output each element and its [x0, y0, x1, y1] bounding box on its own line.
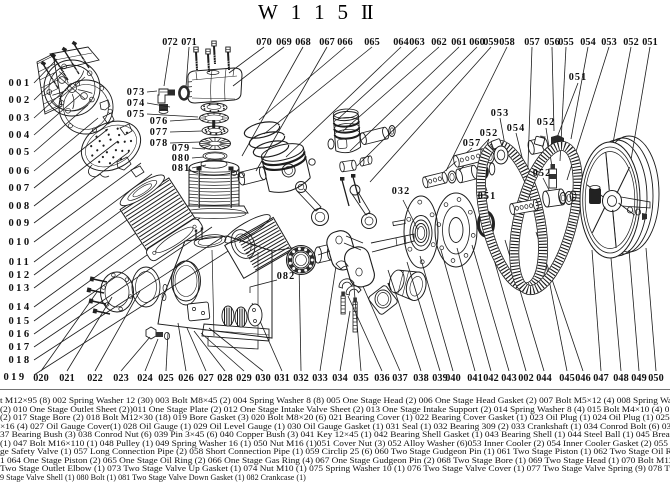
svg-text:006: 006	[8, 166, 31, 177]
svg-text:049: 049	[631, 373, 647, 384]
svg-text:051: 051	[478, 191, 497, 202]
svg-text:044: 044	[536, 373, 552, 384]
svg-text:065: 065	[364, 37, 380, 48]
svg-text:072: 072	[162, 37, 178, 48]
svg-text:043: 043	[501, 373, 517, 384]
svg-text:061: 061	[451, 37, 467, 48]
svg-text:080: 080	[172, 153, 191, 164]
svg-text:031: 031	[274, 373, 290, 384]
svg-text:026: 026	[178, 373, 194, 384]
svg-text:055: 055	[558, 37, 574, 48]
svg-text:068: 068	[295, 37, 311, 48]
svg-text:062: 062	[431, 37, 447, 48]
svg-text:037: 037	[392, 373, 408, 384]
svg-text:052: 052	[480, 128, 499, 139]
svg-text:034: 034	[332, 373, 348, 384]
svg-text:010: 010	[8, 237, 31, 248]
svg-text:064: 064	[393, 37, 409, 48]
svg-text:032: 032	[392, 186, 411, 197]
svg-text:020: 020	[33, 373, 49, 384]
svg-text:004: 004	[8, 130, 31, 141]
svg-text:011: 011	[9, 257, 32, 268]
svg-text:030: 030	[255, 373, 271, 384]
svg-text:009: 009	[8, 218, 31, 229]
svg-text:040: 040	[445, 373, 461, 384]
svg-text:018: 018	[8, 355, 31, 366]
svg-text:067: 067	[319, 37, 335, 48]
svg-text:015: 015	[8, 316, 31, 327]
svg-text:059: 059	[483, 37, 499, 48]
svg-text:002: 002	[518, 373, 534, 384]
svg-text:078: 078	[150, 138, 169, 149]
svg-text:005: 005	[8, 147, 31, 158]
svg-text:013: 013	[8, 283, 31, 294]
svg-text:028: 028	[217, 373, 233, 384]
svg-text:077: 077	[150, 127, 169, 138]
svg-text:047: 047	[593, 373, 609, 384]
svg-text:050: 050	[648, 373, 664, 384]
svg-text:051: 051	[642, 37, 658, 48]
svg-text:066: 066	[337, 37, 353, 48]
svg-text:008: 008	[8, 201, 31, 212]
svg-text:024: 024	[137, 373, 153, 384]
svg-text:019: 019	[3, 372, 26, 383]
svg-text:048: 048	[613, 373, 629, 384]
svg-text:056: 056	[544, 37, 560, 48]
svg-text:025: 025	[158, 373, 174, 384]
svg-text:001: 001	[8, 78, 31, 89]
svg-text:002: 002	[8, 95, 31, 106]
svg-text:053: 053	[601, 37, 617, 48]
svg-text:003: 003	[8, 113, 31, 124]
svg-text:076: 076	[150, 116, 169, 127]
svg-text:073: 073	[127, 87, 146, 98]
svg-text:069: 069	[276, 37, 292, 48]
svg-text:022: 022	[87, 373, 103, 384]
svg-text:035: 035	[353, 373, 369, 384]
svg-text:054: 054	[580, 37, 596, 48]
svg-text:046: 046	[575, 373, 591, 384]
svg-text:041: 041	[467, 373, 483, 384]
svg-text:071: 071	[181, 37, 197, 48]
svg-text:052: 052	[533, 168, 552, 179]
svg-text:082: 082	[277, 271, 296, 282]
svg-text:074: 074	[127, 98, 146, 109]
svg-text:053: 053	[491, 108, 510, 119]
svg-text:038: 038	[413, 373, 429, 384]
svg-text:051: 051	[569, 72, 588, 83]
svg-text:014: 014	[8, 302, 31, 313]
svg-text:079: 079	[172, 143, 191, 154]
svg-text:032: 032	[293, 373, 309, 384]
svg-text:052: 052	[623, 37, 639, 48]
svg-text:039: 039	[432, 373, 448, 384]
svg-text:075: 075	[127, 109, 146, 120]
svg-text:054: 054	[507, 123, 526, 134]
svg-text:012: 012	[8, 270, 31, 281]
svg-text:057: 057	[524, 37, 540, 48]
svg-text:042: 042	[483, 373, 499, 384]
svg-text:016: 016	[8, 329, 31, 340]
svg-text:036: 036	[374, 373, 390, 384]
svg-text:070: 070	[256, 37, 272, 48]
svg-text:027: 027	[198, 373, 214, 384]
svg-text:033: 033	[312, 373, 328, 384]
svg-text:007: 007	[8, 183, 31, 194]
svg-text:021: 021	[59, 373, 75, 384]
svg-text:023: 023	[113, 373, 129, 384]
svg-text:081: 081	[172, 163, 191, 174]
svg-text:017: 017	[8, 342, 31, 353]
svg-text:058: 058	[499, 37, 515, 48]
svg-text:063: 063	[409, 37, 425, 48]
svg-text:057: 057	[463, 138, 482, 149]
svg-text:045: 045	[559, 373, 575, 384]
svg-text:052: 052	[537, 117, 556, 128]
svg-text:029: 029	[236, 373, 252, 384]
svg-text:060: 060	[469, 37, 485, 48]
